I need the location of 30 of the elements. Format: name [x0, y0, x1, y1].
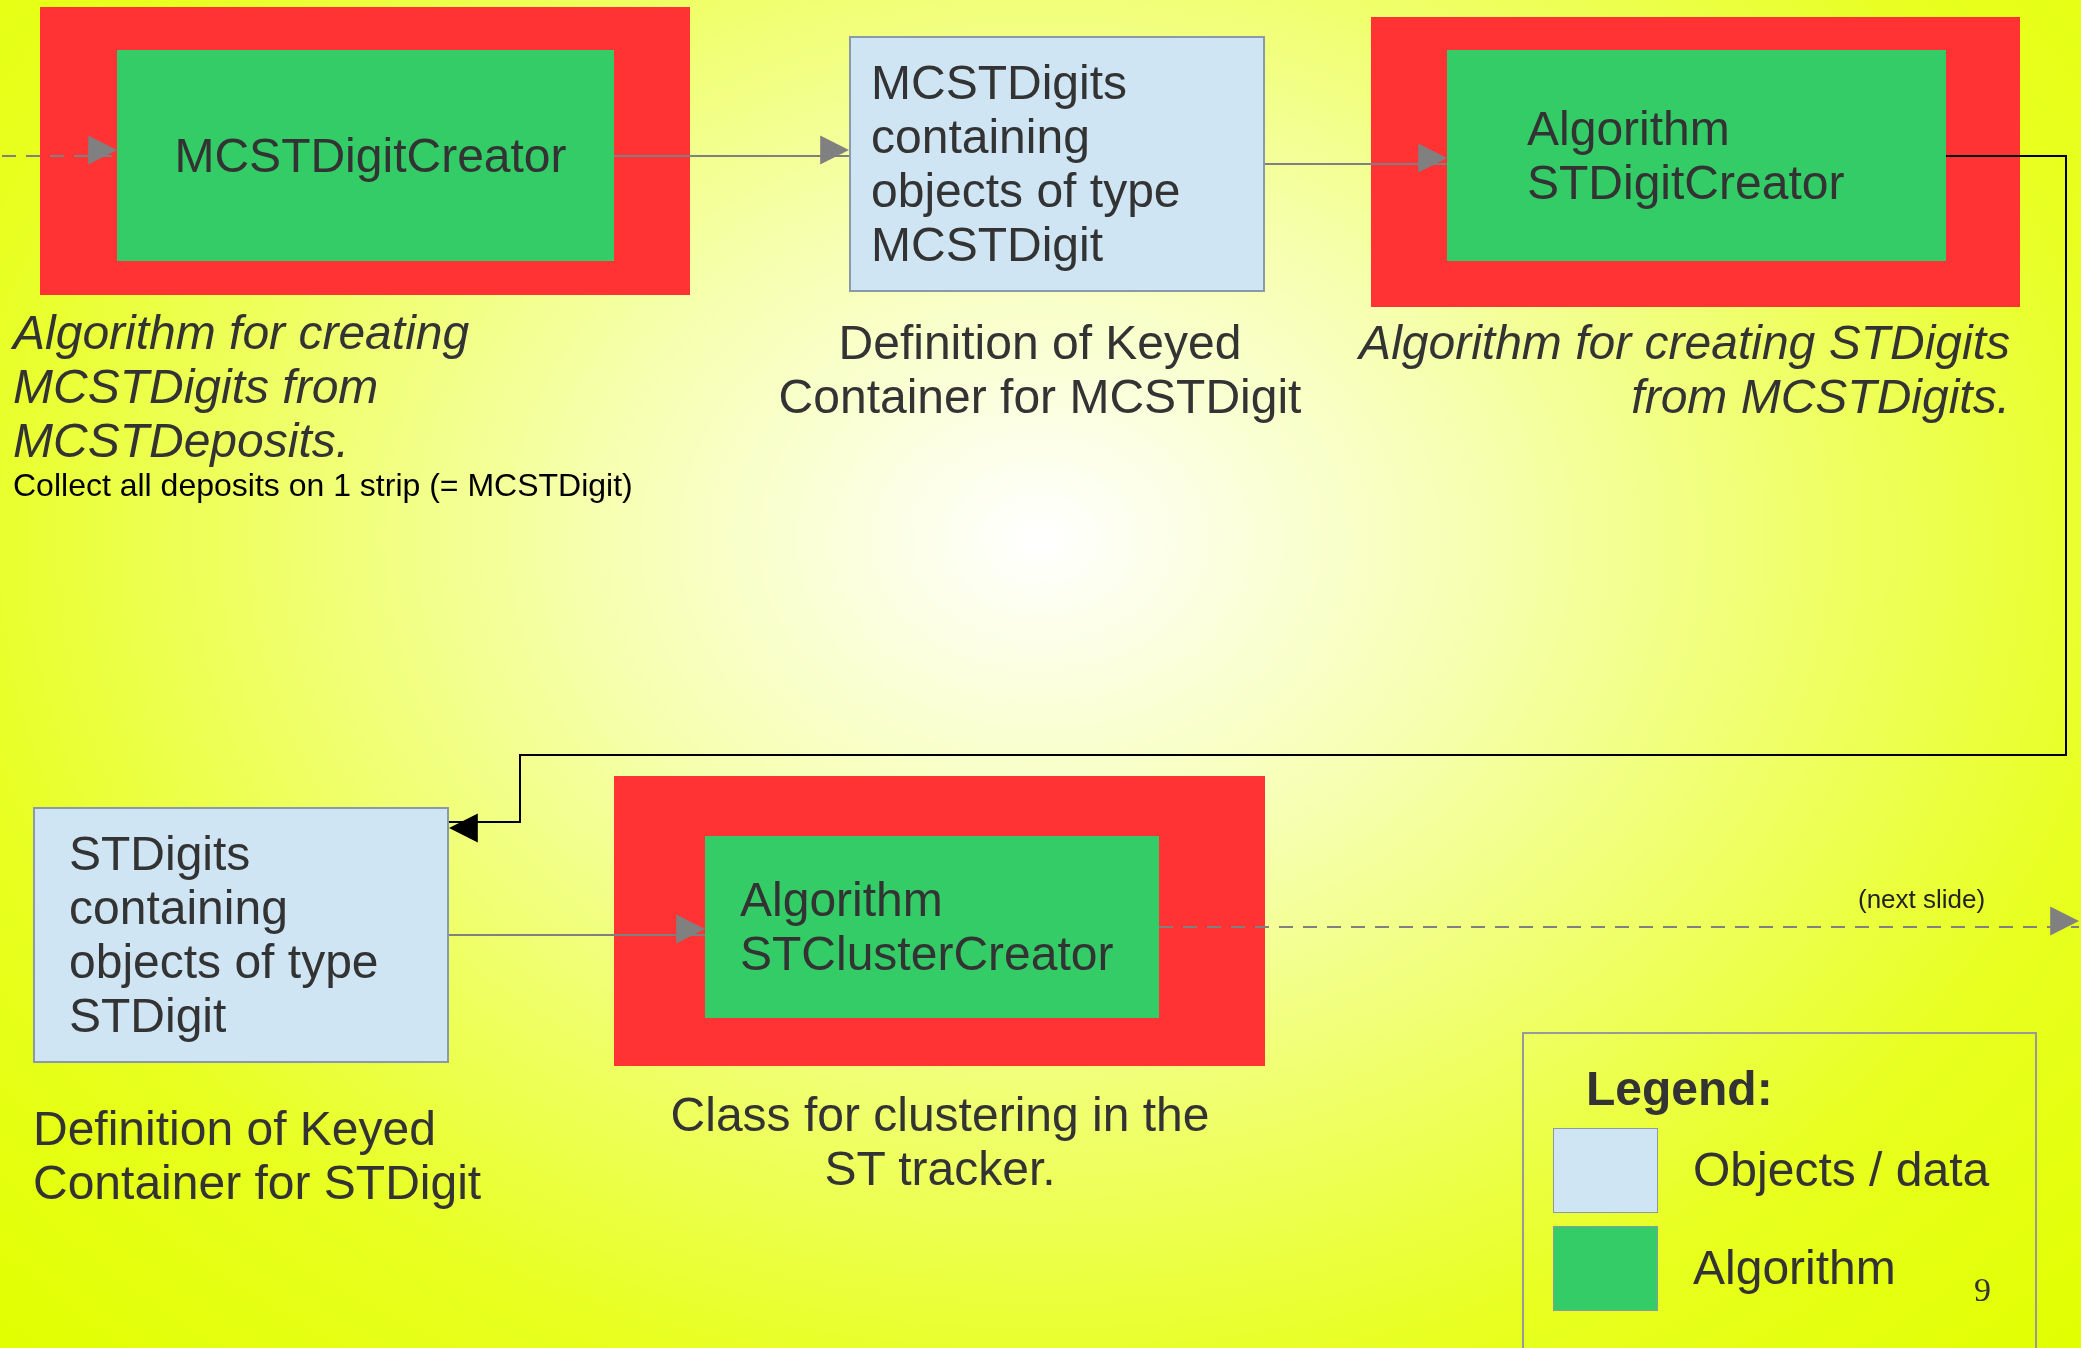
node-label: Algorithm STClusterCreator: [740, 873, 1115, 981]
arrow: [1264, 143, 1448, 173]
data-box: [33, 807, 449, 1063]
arrow: [448, 914, 706, 944]
arrow: [1, 135, 118, 165]
arrow: [613, 135, 850, 165]
edge-label: (next slide): [1858, 884, 1986, 914]
arrow: [1158, 906, 2080, 936]
description-text: Definition of Keyed Container for MCSTDigit: [777, 316, 1303, 424]
arrow: [448, 155, 2067, 843]
algorithm-frame: [40, 7, 690, 295]
legend-label: Objects / data: [1693, 1143, 1990, 1197]
algorithm-frame: [1371, 17, 2020, 307]
legend-label: Algorithm: [1693, 1241, 1896, 1295]
algorithm-box: [705, 836, 1159, 1018]
node-label: STDigits containing objects of type STDigit: [69, 827, 380, 1043]
node-label: MCSTDigits containing objects of type MCSTDigit: [871, 56, 1182, 272]
algorithm-frame: [614, 776, 1265, 1066]
legend-title: Legend:: [1586, 1062, 1773, 1116]
description-text: Algorithm for creating STDigits from MCSTDigits.: [1356, 316, 2011, 424]
page-number: 9: [1974, 1270, 1991, 1310]
data-box: [849, 36, 1265, 292]
description-text: Definition of Keyed Container for STDigit: [33, 1102, 483, 1210]
node-label: Algorithm STDigitCreator: [1527, 101, 1846, 210]
description-text: Collect all deposits on 1 strip (= MCSTDigit): [13, 467, 634, 504]
node-label: MCSTDigitCreator: [174, 128, 567, 183]
algorithm-box: [117, 50, 614, 261]
description-text: Algorithm for creating MCSTDigits from MCSTDeposits.: [13, 306, 471, 468]
description-text: Class for clustering in the ST tracker.: [669, 1088, 1211, 1196]
algorithm-box: [1447, 50, 1946, 261]
